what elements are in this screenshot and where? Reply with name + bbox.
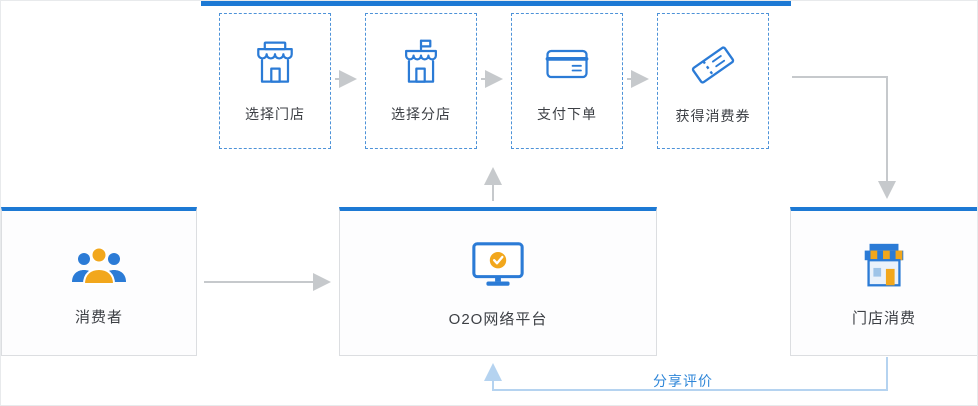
step-label-pay-order: 支付下单	[537, 106, 597, 122]
step-label-choose-store: 选择门店	[245, 106, 305, 122]
people-group-icon	[69, 240, 129, 292]
step-label-get-coupon: 获得消费券	[675, 108, 751, 124]
feedback-label: 分享评价	[653, 373, 713, 389]
consumer-label: 消费者	[74, 308, 123, 326]
node-o2o-platform: O2O网络平台	[339, 207, 657, 356]
monitor-check-icon	[467, 238, 529, 294]
step-choose-branch: 选择分店	[365, 13, 477, 149]
step-pay-order: 支付下单	[511, 13, 623, 149]
storefront-icon	[249, 38, 301, 90]
storefront-color-icon	[857, 239, 911, 293]
store-label: 门店消费	[851, 309, 916, 327]
credit-card-icon	[541, 38, 593, 90]
order-flow-panel-accent-bar	[201, 1, 791, 6]
arrow-flow-store	[792, 76, 896, 199]
node-store-consume: 门店消费	[790, 207, 977, 356]
branch-store-icon	[395, 38, 447, 90]
step-label-choose-branch: 选择分店	[391, 106, 451, 122]
step-get-coupon: 获得消费券	[657, 13, 769, 149]
step-choose-store: 选择门店	[219, 13, 331, 149]
node-consumer: 消费者	[1, 207, 197, 356]
coupon-icon	[686, 38, 740, 92]
platform-label: O2O网络平台	[448, 310, 548, 328]
